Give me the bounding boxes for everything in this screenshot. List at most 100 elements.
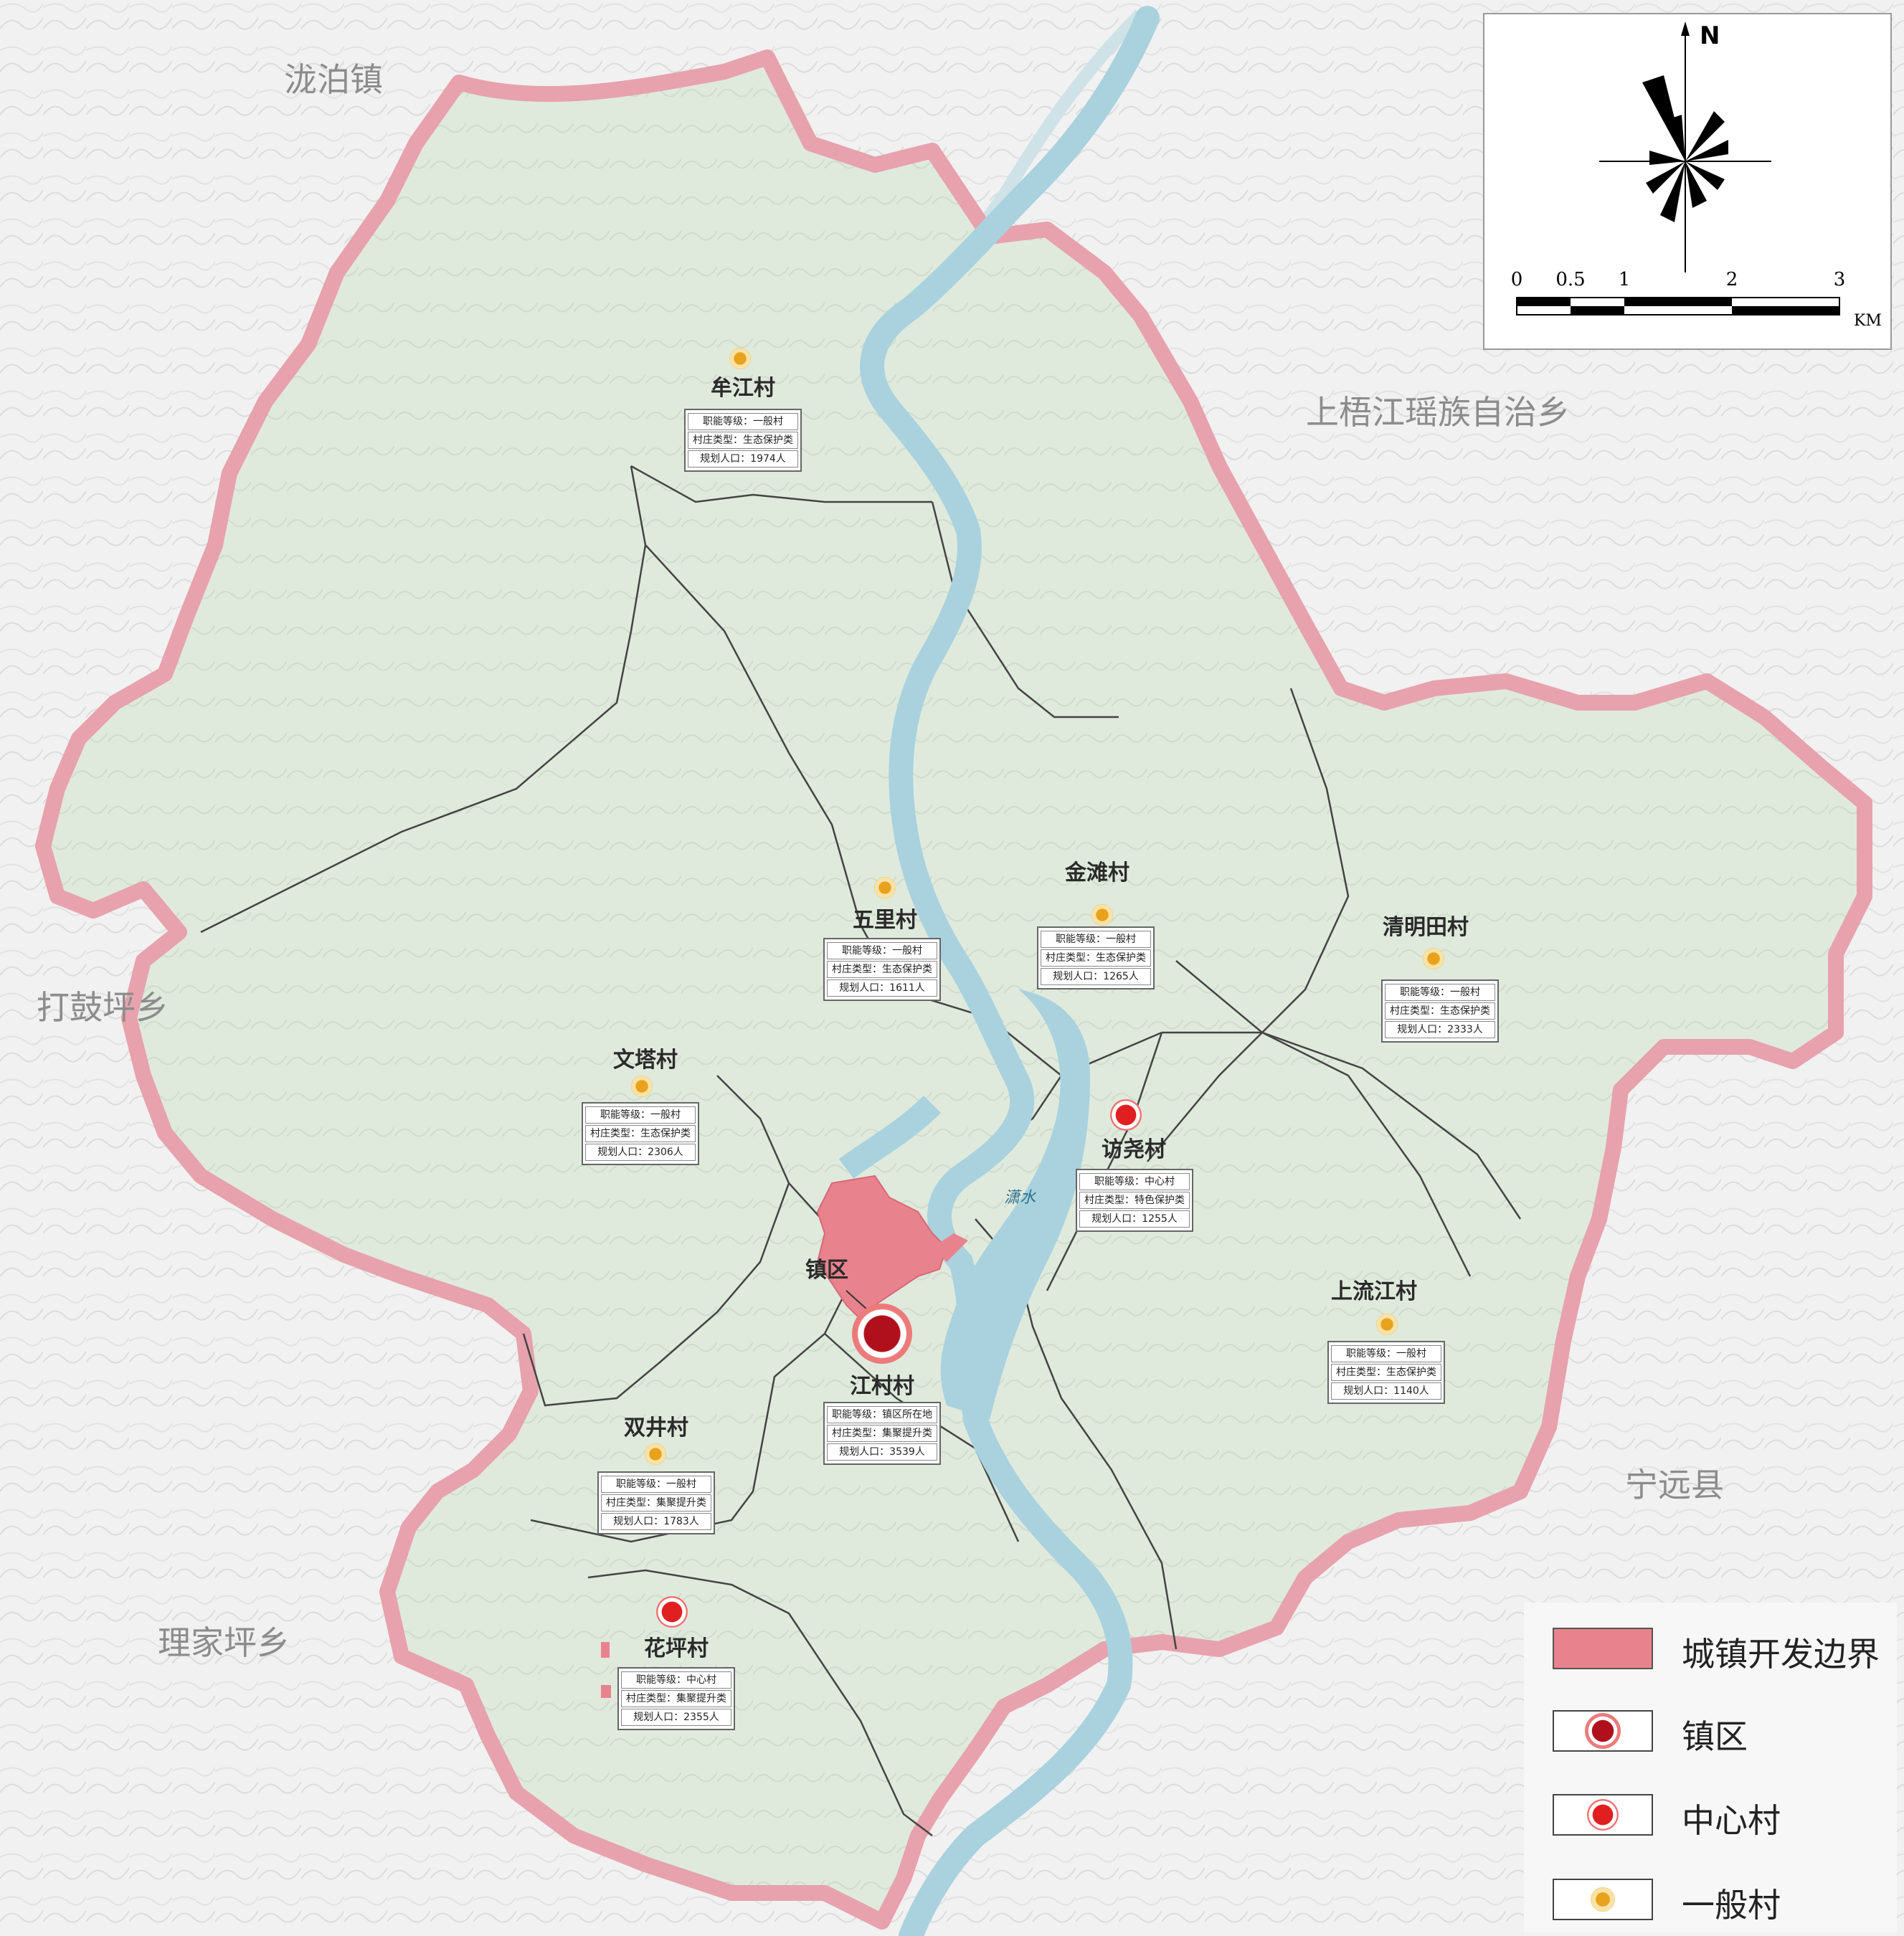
legend-label-town: 镇区	[1682, 1717, 1748, 1756]
village-info-row: 规划人口：1255人	[1079, 1210, 1190, 1228]
compass-rose	[1516, 22, 1840, 315]
legend-swatch-general	[1553, 1879, 1653, 1920]
scale-tick-2: 1	[1618, 269, 1631, 290]
town-development-fragment-1	[601, 1642, 610, 1658]
town-label: 镇区	[805, 1258, 848, 1283]
village-info-box: 职能等级：一般村村庄类型：生态保护类规划人口：1974人	[684, 409, 802, 472]
village-name: 金滩村	[1065, 860, 1129, 886]
scale-unit: KM	[1854, 312, 1882, 330]
village-info-row: 村庄类型：生态保护类	[1041, 949, 1151, 967]
village-info-row: 村庄类型：集聚提升类	[827, 1425, 937, 1442]
region-label-dagupingxiang: 打鼓坪乡	[37, 988, 169, 1027]
village-info-row: 村庄类型：生态保护类	[1331, 1364, 1441, 1381]
village-name: 双井村	[624, 1415, 688, 1441]
village-info-row: 规划人口：2333人	[1385, 1021, 1495, 1038]
village-info-box: 职能等级：中心村村庄类型：集聚提升类规划人口：2355人	[617, 1667, 735, 1730]
village-info-row: 职能等级：一般村	[688, 413, 798, 430]
town-development-area-east	[932, 1233, 968, 1262]
scale-tick-4: 3	[1833, 269, 1846, 290]
general-village-marker-icon	[1591, 1887, 1615, 1912]
village-info-row: 规划人口：1974人	[688, 450, 798, 468]
village-info-row: 村庄类型：生态保护类	[1385, 1002, 1495, 1020]
village-info-row: 职能等级：一般村	[1041, 931, 1151, 948]
compass-scale-box: N 0 0.5 1 2 3 KM	[1483, 13, 1892, 350]
xiaoshui-river	[860, 6, 1160, 1936]
village-info-row: 职能等级：一般村	[585, 1106, 696, 1124]
village-info-row: 村庄类型：生态保护类	[585, 1125, 696, 1142]
region-label-lijiaping: 理家坪乡	[158, 1623, 290, 1662]
village-info-row: 规划人口：1140人	[1331, 1382, 1441, 1400]
village-name: 江村村	[850, 1374, 914, 1399]
village-info-box: 职能等级：一般村村庄类型：生态保护类规划人口：1140人	[1327, 1341, 1445, 1404]
village-name: 上流江村	[1331, 1279, 1417, 1304]
legend-label-general: 一般村	[1682, 1886, 1781, 1925]
village-info-box: 职能等级：镇区所在地村庄类型：集聚提升类规划人口：3539人	[823, 1402, 941, 1465]
village-boundaries	[200, 465, 1522, 1836]
village-info-row: 职能等级：一般村	[1385, 984, 1495, 1001]
scale-tick-1: 0.5	[1555, 269, 1586, 290]
village-name: 牟江村	[711, 376, 775, 401]
village-info-box: 职能等级：一般村村庄类型：集聚提升类规划人口：1783人	[597, 1471, 715, 1534]
legend-swatch-center	[1553, 1794, 1653, 1836]
village-name: 访尧村	[1102, 1137, 1166, 1162]
general-village-marker-icon[interactable]	[874, 877, 896, 898]
village-info-box: 职能等级：一般村村庄类型：生态保护类规划人口：2333人	[1381, 979, 1499, 1043]
village-info-row: 职能等级：一般村	[1331, 1345, 1441, 1362]
village-name: 花坪村	[644, 1636, 709, 1661]
region-label-longbo: 泷泊镇	[284, 60, 383, 99]
reservoir	[940, 990, 1090, 1420]
town-development-area	[816, 1175, 948, 1321]
legend-label-boundary: 城镇开发边界	[1682, 1635, 1880, 1674]
village-info-row: 村庄类型：集聚提升类	[601, 1494, 711, 1512]
village-info-row: 规划人口：1783人	[601, 1513, 711, 1530]
legend-label-center: 中心村	[1682, 1801, 1781, 1840]
village-info-box: 职能等级：一般村村庄类型：生态保护类规划人口：1611人	[823, 938, 941, 1001]
village-info-box: 职能等级：中心村村庄类型：特色保护类规划人口：1255人	[1076, 1169, 1193, 1232]
general-village-marker-icon[interactable]	[729, 348, 751, 369]
center-village-marker-icon[interactable]	[656, 1596, 688, 1628]
village-info-row: 职能等级：一般村	[827, 942, 937, 959]
legend-item-town: 镇区	[1553, 1707, 1890, 1757]
village-info-row: 规划人口：2355人	[621, 1709, 731, 1726]
town-marker-icon	[1585, 1713, 1621, 1749]
village-info-row: 规划人口：3539人	[827, 1443, 937, 1461]
general-village-marker-icon[interactable]	[1091, 904, 1113, 926]
legend-item-center: 中心村	[1553, 1790, 1890, 1841]
river-branch	[838, 1095, 942, 1179]
region-label-shangwujiang: 上梧江瑶族自治乡	[1306, 393, 1570, 432]
region-label-ningyuan: 宁远县	[1625, 1466, 1724, 1504]
center-village-marker-icon	[1587, 1799, 1619, 1831]
river-label: 潇水	[1003, 1189, 1036, 1207]
village-info-row: 规划人口：1611人	[827, 979, 937, 997]
village-info-row: 职能等级：镇区所在地	[827, 1406, 937, 1423]
legend-swatch-boundary	[1553, 1628, 1653, 1669]
town-village-marker-icon[interactable]	[852, 1304, 912, 1364]
legend-swatch-town	[1553, 1710, 1653, 1752]
scale-tick-0: 0	[1510, 269, 1523, 290]
north-label: N	[1700, 22, 1720, 50]
village-name: 五里村	[853, 908, 917, 933]
legend: 城镇开发边界 镇区 中心村 一般村	[1524, 1603, 1897, 1932]
scale-tick-3: 2	[1725, 269, 1738, 290]
village-name: 清明田村	[1383, 915, 1469, 940]
general-village-marker-icon[interactable]	[1376, 1314, 1398, 1335]
general-village-marker-icon[interactable]	[1423, 948, 1444, 969]
village-info-row: 职能等级：一般村	[601, 1476, 711, 1493]
village-info-row: 村庄类型：特色保护类	[1079, 1192, 1190, 1209]
general-village-marker-icon[interactable]	[631, 1076, 653, 1097]
village-name: 文塔村	[613, 1048, 678, 1073]
village-info-row: 村庄类型：生态保护类	[827, 961, 937, 978]
general-village-marker-icon[interactable]	[645, 1443, 666, 1465]
village-info-row: 规划人口：1265人	[1041, 968, 1151, 985]
village-info-row: 规划人口：2306人	[585, 1144, 696, 1161]
village-info-row: 职能等级：中心村	[621, 1671, 731, 1689]
village-info-row: 职能等级：中心村	[1079, 1173, 1190, 1190]
center-village-marker-icon[interactable]	[1110, 1099, 1142, 1131]
legend-item-boundary: 城镇开发边界	[1553, 1624, 1890, 1674]
town-development-fragment-2	[601, 1685, 611, 1698]
village-info-box: 职能等级：一般村村庄类型：生态保护类规划人口：2306人	[582, 1102, 699, 1165]
village-info-row: 村庄类型：生态保护类	[688, 432, 798, 449]
legend-item-general: 一般村	[1553, 1875, 1890, 1925]
village-info-row: 村庄类型：集聚提升类	[621, 1690, 731, 1707]
